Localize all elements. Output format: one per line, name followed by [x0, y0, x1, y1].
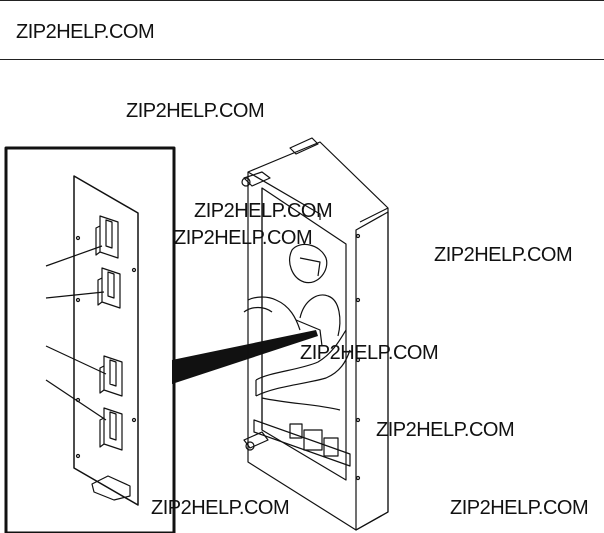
leader-line [45, 245, 103, 267]
leader-line [45, 291, 105, 299]
cabinet-assembly [241, 137, 389, 531]
connector-3 [99, 355, 123, 397]
callout-wedge [172, 330, 318, 384]
watermark: ZIP2HELP.COM [300, 342, 439, 364]
detail-inset-frame [4, 146, 176, 533]
connector-1 [95, 215, 119, 259]
circuit-board [73, 175, 139, 506]
watermark: ZIP2HELP.COM [151, 497, 290, 519]
header-site-label: ZIP2HELP.COM [16, 21, 155, 43]
watermark: ZIP2HELP.COM [376, 419, 515, 441]
connector-2 [97, 267, 121, 309]
watermark: ZIP2HELP.COM [434, 244, 573, 266]
board-bracket [91, 475, 131, 501]
watermark: ZIP2HELP.COM [174, 227, 313, 249]
watermark: ZIP2HELP.COM [194, 200, 333, 222]
top-rule [0, 0, 604, 1]
leader-line [45, 345, 107, 375]
watermark: ZIP2HELP.COM [126, 100, 265, 122]
watermark: ZIP2HELP.COM [450, 497, 589, 519]
connector-4 [99, 407, 123, 451]
header-divider [0, 59, 604, 60]
